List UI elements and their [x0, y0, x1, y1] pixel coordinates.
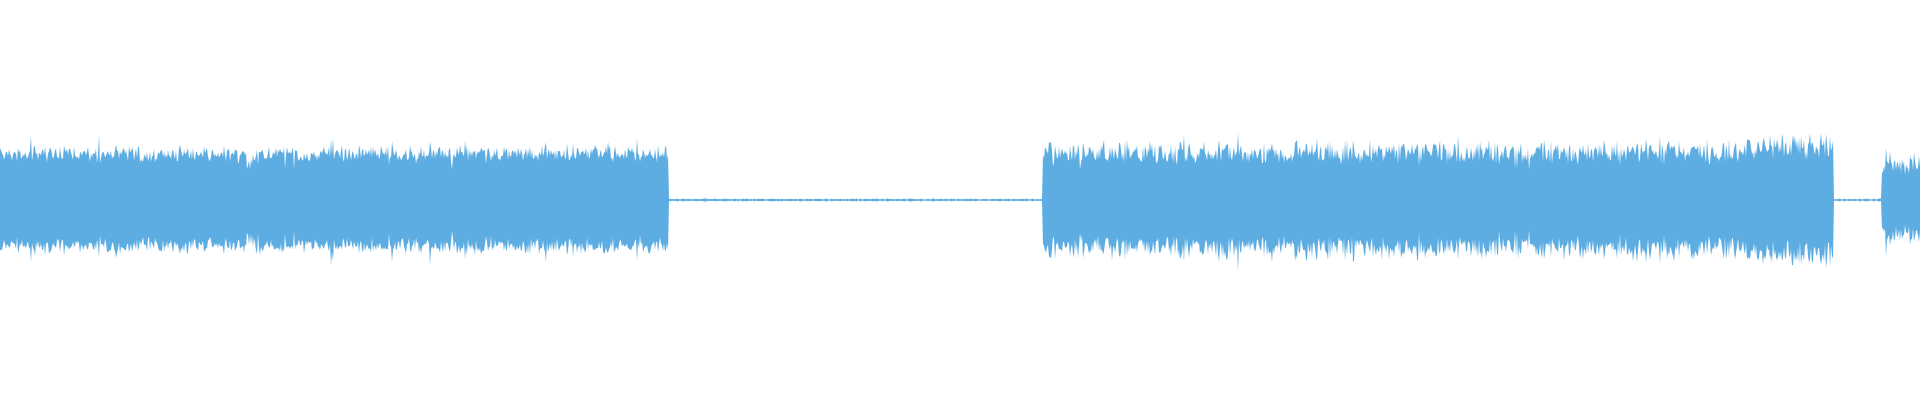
waveform-shape [0, 132, 1920, 272]
